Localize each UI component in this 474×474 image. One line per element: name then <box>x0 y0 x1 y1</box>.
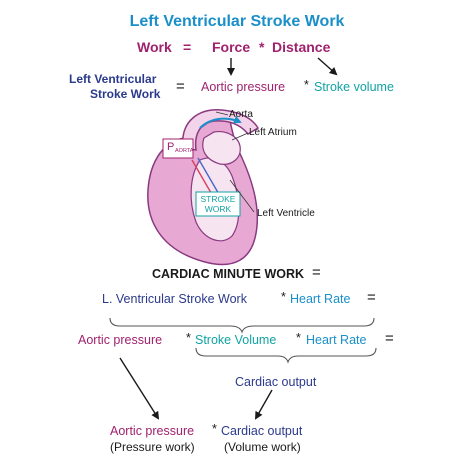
stroke-volume-label: Stroke volume <box>314 80 394 94</box>
flow-line-blue <box>197 157 221 197</box>
row1-equals: = <box>367 289 376 306</box>
pressure-work-note: (Pressure work) <box>110 440 195 454</box>
lvsw-label-line1: Left Ventricular <box>69 72 157 86</box>
aorta-label: Aorta <box>229 109 253 120</box>
row2-heart-rate: Heart Rate <box>306 333 367 347</box>
aorta-flow-arrow <box>199 115 242 129</box>
p-aorta-main: P <box>167 141 175 153</box>
row2-equals: = <box>385 330 394 347</box>
p-aorta-box <box>162 138 194 159</box>
arrow-pressure-to-final <box>119 357 160 420</box>
left-atrium-label: Left Atrium <box>249 127 297 138</box>
p-aorta-sub: AORTA <box>175 148 194 154</box>
row2-times-2: * <box>296 331 301 345</box>
eq2-equals: = <box>176 78 185 95</box>
stroke-work-line1: STROKE <box>200 194 236 204</box>
cmw-heading: CARDIAC MINUTE WORK <box>152 267 305 281</box>
row1-heart-rate: Heart Rate <box>290 292 351 306</box>
lvsw-label-line2: Stroke Work <box>90 87 161 101</box>
leader-left-ventricle <box>229 179 255 213</box>
row2-times-1: * <box>186 331 191 345</box>
leader-left-atrium <box>231 132 249 141</box>
row1-lvsw: L. Ventricular Stroke Work <box>102 292 247 306</box>
final-times: * <box>212 422 217 436</box>
page-title: Left Ventricular Stroke Work <box>129 13 345 30</box>
work-equals: = <box>183 39 192 55</box>
volume-work-note: (Volume work) <box>224 440 301 454</box>
row1-times: * <box>281 290 286 304</box>
heart-illustration <box>147 109 260 266</box>
work-label: Work <box>137 39 172 55</box>
distance-label: Distance <box>272 39 331 55</box>
force-label: Force <box>212 39 251 55</box>
aortic-pressure-label: Aortic pressure <box>201 80 286 94</box>
arrow-output-to-final <box>255 389 273 420</box>
left-atrium-chamber <box>202 131 241 165</box>
final-aortic-pressure: Aortic pressure <box>110 424 195 438</box>
stroke-work-line2: WORK <box>204 204 232 214</box>
final-cardiac-output: Cardiac output <box>221 424 303 438</box>
eq1-times: * <box>259 39 265 55</box>
leader-aorta <box>215 111 229 116</box>
arrow-distance-to-volume <box>317 57 338 76</box>
left-ventricle-label: Left Ventricle <box>257 208 315 219</box>
row2-stroke-volume: Stroke Volume <box>195 333 277 347</box>
cmw-equals: = <box>312 264 321 281</box>
row2-aortic-pressure: Aortic pressure <box>78 333 163 347</box>
stroke-work-box <box>195 191 241 217</box>
brace-row2 <box>195 347 377 364</box>
cardiac-output-label: Cardiac output <box>235 375 317 389</box>
eq2-times: * <box>304 78 309 92</box>
brace-row1 <box>109 317 375 334</box>
